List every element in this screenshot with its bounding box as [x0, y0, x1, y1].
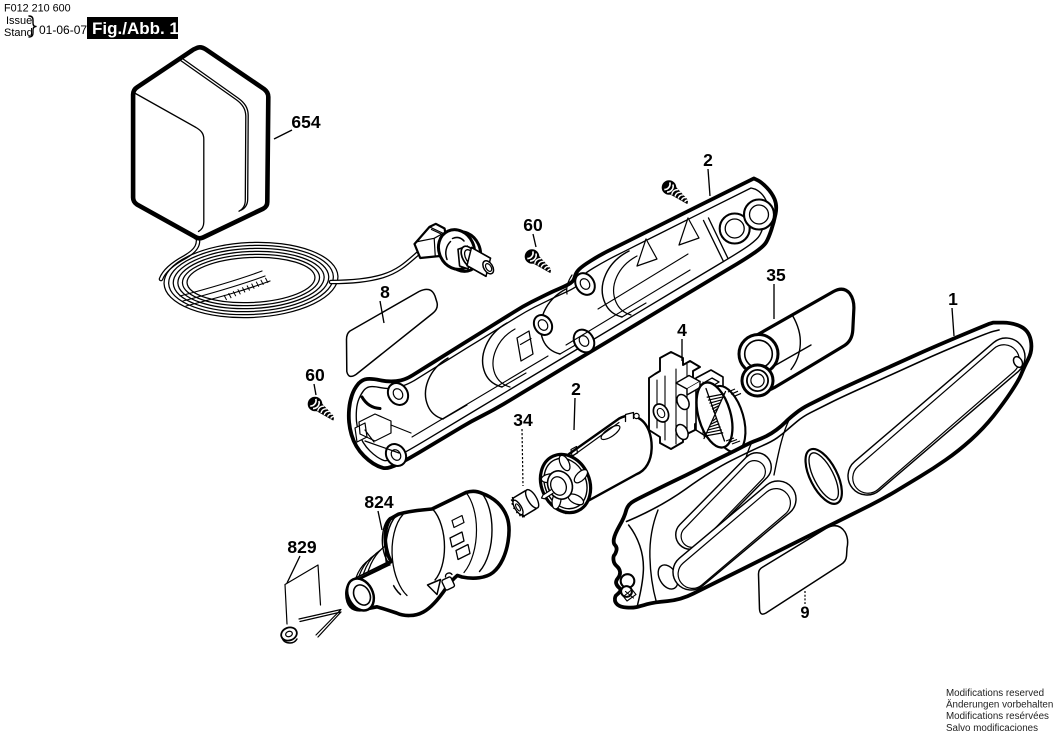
svg-text:824: 824: [364, 492, 393, 512]
svg-text:Modifications resérvées: Modifications resérvées: [946, 711, 1049, 722]
svg-text:654: 654: [291, 112, 320, 132]
svg-text:Modifications reserved: Modifications reserved: [946, 688, 1044, 699]
svg-text:34: 34: [513, 410, 533, 430]
svg-text:1: 1: [948, 289, 958, 309]
svg-text:4: 4: [677, 320, 687, 340]
svg-text:Änderungen vorbehalten: Änderungen vorbehalten: [946, 700, 1053, 711]
svg-text:Issue: Issue: [6, 15, 32, 27]
svg-text:60: 60: [523, 215, 543, 235]
svg-text:9: 9: [800, 604, 809, 622]
svg-text:Salvo modificaciones: Salvo modificaciones: [946, 723, 1038, 734]
svg-text:Stand: Stand: [4, 27, 33, 39]
svg-text:F012 210 600: F012 210 600: [4, 3, 71, 15]
svg-text:8: 8: [380, 282, 390, 302]
svg-text:60: 60: [305, 365, 325, 385]
svg-text:01-06-07: 01-06-07: [39, 23, 87, 37]
svg-text:829: 829: [287, 537, 316, 557]
svg-text:2: 2: [703, 150, 713, 170]
svg-text:Fig./Abb. 1: Fig./Abb. 1: [92, 19, 179, 38]
svg-text:35: 35: [766, 265, 786, 285]
svg-text:2: 2: [571, 379, 581, 399]
